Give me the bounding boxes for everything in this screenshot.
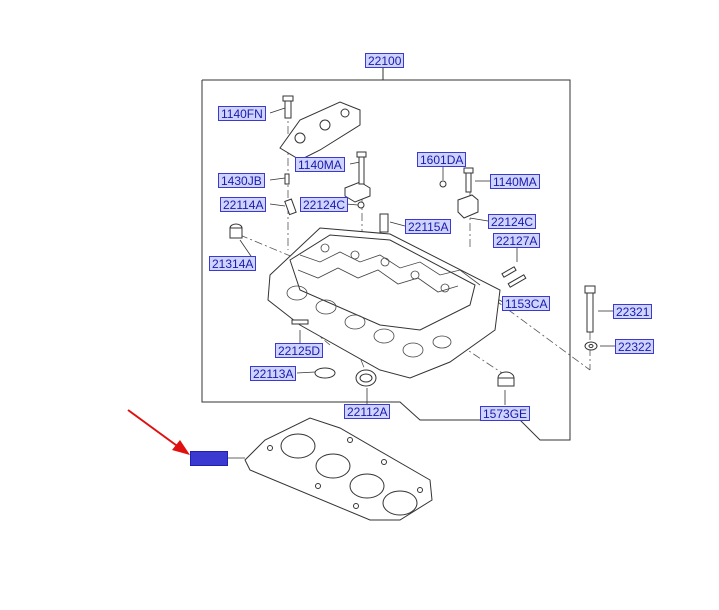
part-label-1140MA-right[interactable]: 1140MA — [490, 174, 540, 189]
part-label-22127A[interactable]: 22127A — [493, 233, 541, 248]
part-label-1140FN[interactable]: 1140FN — [218, 106, 266, 121]
part-label-22311-selected[interactable]: 22311 — [190, 451, 229, 466]
cylinder-head-illustration — [267, 227, 501, 379]
small-parts-illustration — [229, 95, 598, 387]
part-label-22100[interactable]: 22100 — [365, 53, 405, 68]
head-gasket-illustration — [244, 417, 433, 521]
part-label-22113A[interactable]: 22113A — [250, 366, 297, 381]
part-label-22321[interactable]: 22321 — [613, 304, 653, 319]
part-label-1153CA[interactable]: 1153CA — [502, 296, 551, 311]
part-label-22124C[interactable]: 22124C — [300, 197, 349, 212]
pointer-arrow — [127, 409, 190, 455]
part-label-22322[interactable]: 22322 — [615, 339, 655, 354]
part-label-1430JB[interactable]: 1430JB — [218, 173, 265, 188]
part-label-22124C-right[interactable]: 22124C — [488, 214, 537, 229]
part-label-22112A[interactable]: 22112A — [344, 404, 391, 419]
part-label-22125D[interactable]: 22125D — [275, 343, 324, 358]
part-label-22115A[interactable]: 22115A — [405, 219, 452, 234]
cam-carrier-illustration — [279, 101, 361, 161]
part-label-21314A[interactable]: 21314A — [209, 256, 257, 271]
part-label-1140MA[interactable]: 1140MA — [295, 157, 345, 172]
part-label-22114A[interactable]: 22114A — [220, 197, 267, 212]
part-label-1573GE[interactable]: 1573GE — [480, 406, 531, 421]
part-label-1601DA[interactable]: 1601DA — [417, 152, 467, 167]
leader-lines — [226, 107, 615, 459]
